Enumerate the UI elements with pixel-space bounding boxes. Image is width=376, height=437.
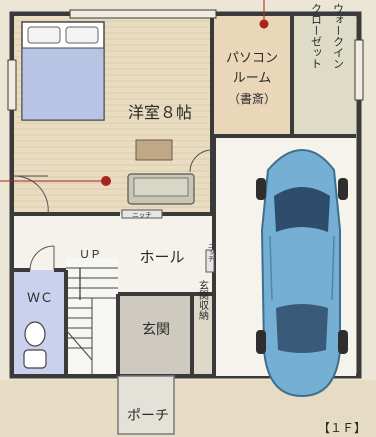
door-swings (13, 149, 213, 271)
walk-in-closet-floor (292, 16, 356, 136)
niche-shelf-hall (205, 249, 215, 273)
entrance-storage-floor (192, 294, 212, 374)
niche-label-room: ニッチ (132, 211, 152, 219)
pc-room-marker (259, 19, 269, 29)
walk-in-closet-label: ウォークイン クローゼット (310, 3, 345, 69)
pc-room-label-line3: （書斎） (228, 91, 276, 106)
interior-walls (14, 16, 356, 376)
window-right (354, 39, 364, 101)
walk-in-closet-label-col1: ウォークイン (332, 3, 345, 69)
car (256, 148, 348, 398)
floor-label: 【１Ｆ】 (318, 421, 366, 435)
toilet (23, 321, 47, 369)
niche-shelf-room (121, 209, 163, 219)
hall-label: ホール (139, 248, 184, 266)
wc-label: ＷＣ (27, 291, 53, 306)
porch-label: ポーチ (127, 408, 169, 424)
western-room-marker (101, 176, 111, 186)
window-top (69, 9, 217, 19)
entrance-floor (118, 294, 192, 374)
stair-treads (65, 267, 118, 376)
low-table (135, 139, 173, 161)
window-left (7, 59, 17, 111)
western-room-label: 洋室８帖 (128, 103, 192, 122)
porch-floor (118, 376, 174, 434)
pc-room-label-line1: パソコン (226, 51, 278, 66)
marker-lines (0, 0, 265, 182)
bed (21, 21, 105, 121)
porch-outline (117, 375, 175, 435)
walk-in-closet-label-col2: クローゼット (310, 3, 323, 69)
pc-room-floor (212, 16, 292, 136)
entrance-label: 玄関 (142, 321, 170, 338)
entrance-storage-label: 玄関収納 (197, 279, 209, 321)
sofa (127, 173, 195, 205)
pc-room-label-line2: ルーム (233, 71, 272, 86)
stairs-up-label: ＵＰ (79, 248, 101, 261)
niche-label-hall: ニッチ (206, 242, 214, 262)
